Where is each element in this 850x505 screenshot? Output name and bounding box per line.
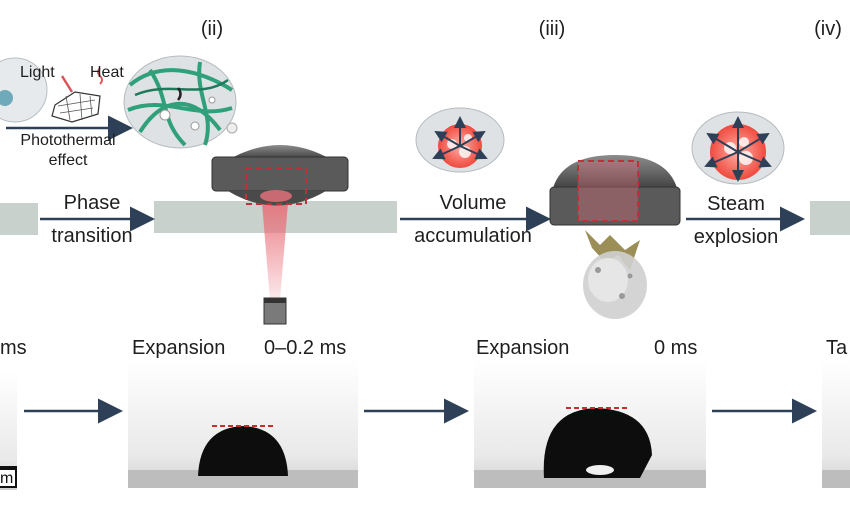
- heat-wave-icon: [97, 67, 103, 85]
- steam-label: Steam: [707, 193, 765, 215]
- phase-label: Phase: [63, 192, 121, 214]
- expansion-label-2: Expansion: [476, 337, 570, 359]
- frame-right-partial: [822, 360, 850, 488]
- partial-label-right: Ta: [826, 337, 848, 359]
- frame-expansion-1: [128, 360, 358, 488]
- steam-bubble-inset: [691, 111, 785, 185]
- laser-emitter-icon: [263, 297, 287, 325]
- substrate-right: [810, 201, 850, 235]
- graphene-sheet-icon: [51, 91, 101, 123]
- heat-label: Heat: [90, 64, 124, 81]
- volume-bubble-inset: [415, 107, 505, 173]
- droplet-expanded: [549, 155, 681, 319]
- effect-label: effect: [48, 152, 88, 169]
- panel-label-iv: (iv): [814, 18, 842, 40]
- time-label-2: 0 ms: [654, 337, 698, 359]
- fiber-network-bubble: [123, 55, 238, 149]
- panel-label-iii: (iii): [538, 18, 566, 40]
- frame-right-base: [822, 470, 850, 488]
- volume-label: Volume: [439, 192, 507, 214]
- light-ray-icon: [60, 75, 74, 93]
- expansion-label-1: Expansion: [132, 337, 226, 359]
- scale-bar-label: m: [0, 470, 14, 487]
- time-label-1: 0–0.2 ms: [264, 337, 347, 359]
- accumulation-label: accumulation: [414, 225, 532, 247]
- frame-expansion-2: [474, 360, 706, 488]
- inset-bubble-left: [0, 57, 48, 123]
- substrate-left: [0, 203, 38, 235]
- frame-left-partial: [0, 372, 17, 490]
- light-label: Light: [20, 64, 55, 81]
- explosion-label: explosion: [693, 226, 779, 248]
- droplet-heating: [211, 145, 349, 300]
- time-label-partial: ms: [0, 337, 27, 359]
- photothermal-label: Photothermal: [20, 132, 116, 149]
- panel-label-ii: (ii): [200, 18, 224, 40]
- transition-label: transition: [51, 225, 133, 247]
